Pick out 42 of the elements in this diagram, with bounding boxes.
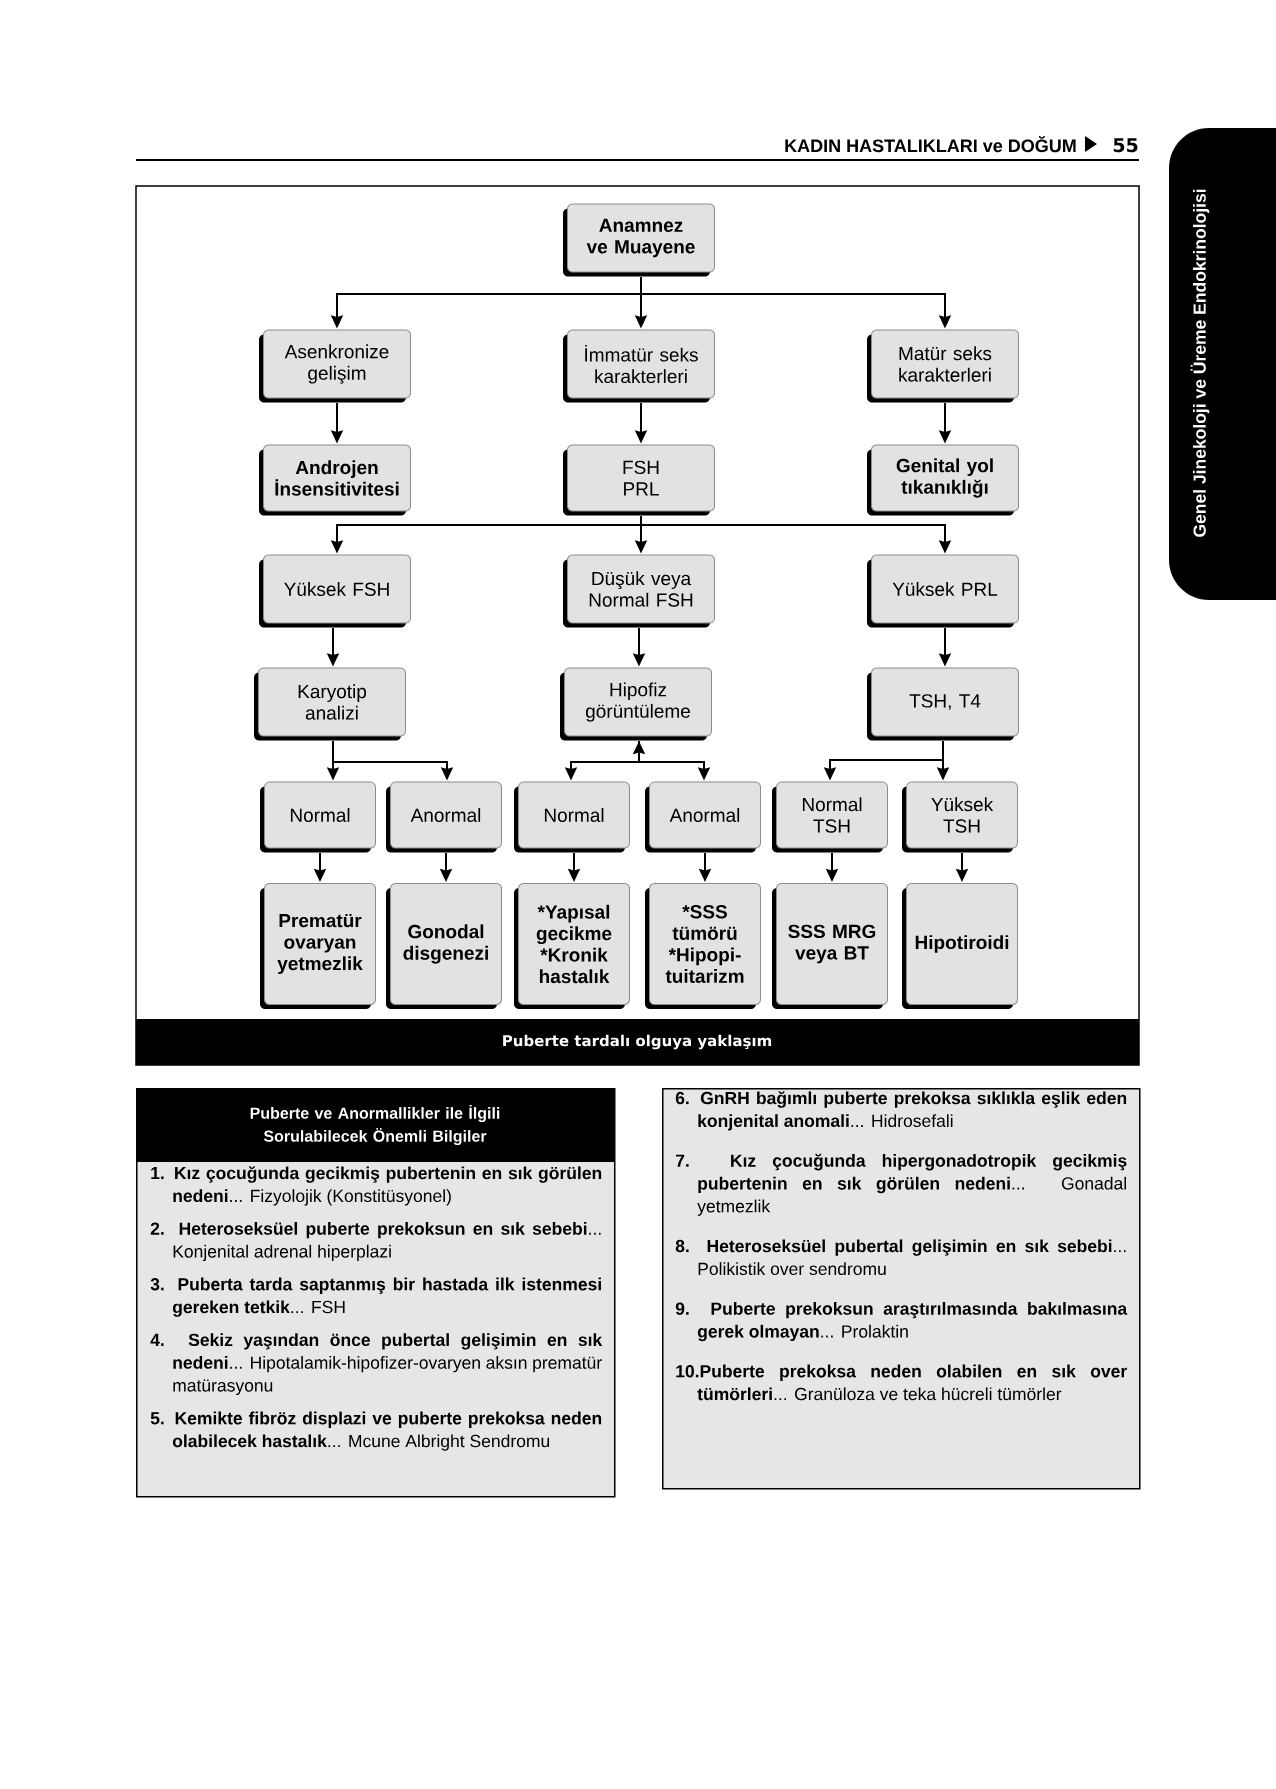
flow-box: Karyotip analizi — [254, 667, 406, 741]
flow-box: Anamnez ve Muayene — [563, 203, 715, 277]
flow-box: Normal TSH — [772, 781, 888, 853]
flow-box: Yüksek PRL — [867, 554, 1019, 628]
flow-box: Androjen İnsensitivitesi — [259, 444, 411, 516]
flow-box: *SSS tümörü *Hipopi- tuitarizm — [645, 883, 761, 1009]
flow-box: İmmatür seks karakterleri — [563, 329, 715, 403]
flow-box: Normal — [260, 781, 376, 853]
list-item: 7. Kız çocuğunda hipergonadotropik gecikmiş pubertenin en sık görülen nedeni... Gonadal yetmezlik — [675, 1153, 1127, 1216]
list-item: 5. Kemikte fibröz displazi ve puberte prekoksa neden olabilecek hastalık... Mcune Albright Sendromu — [150, 1411, 602, 1451]
flow-box: Matür seks karakterleri — [867, 329, 1019, 403]
flow-box: Anormal — [386, 781, 502, 853]
side-tab: Genel Jinekoloji ve Üreme Endokrinolojisi — [1169, 128, 1276, 600]
flow-box: Genital yol tıkanıklığı — [867, 444, 1019, 516]
list-item: 1. Kız çocuğunda gecikmiş pubertenin en sık görülen nedeni... Fizyolojik (Konstitüsyonel) — [151, 1166, 602, 1206]
heading-band: Puberte ve Anormallikler ile İlgili Sorulabilecek Önemli Bilgiler — [136, 1088, 614, 1162]
flow-box: TSH, T4 — [867, 667, 1019, 741]
flow-box: FSH PRL — [563, 444, 715, 516]
flow-box: Yüksek FSH — [259, 554, 411, 628]
list-item: 9. Puberte prekoksun araştırılmasında bakılmasına gerek olmayan... Prolaktin — [675, 1302, 1128, 1342]
flow-box: SSS MRG veya BT — [772, 883, 888, 1009]
flow-box: *Yapısal gecikme *Kronik hastalık — [514, 883, 630, 1009]
list-item: 6. GnRH bağımlı puberte prekoksa sıklıkla eşlik eden konjenital anomali... Hidrosefali — [675, 1091, 1127, 1131]
flow-box: Anormal — [645, 781, 761, 853]
caption-band: Puberte tardalı olguya yaklaşım — [136, 1019, 1139, 1065]
flow-box: Hipofiz görüntüleme — [560, 667, 712, 741]
list-item: 10.Puberte prekoksa neden olabilen en sık over tümörleri... Granüloza ve teka hücreli tümörler — [676, 1364, 1127, 1401]
flow-box: Gonodal disgenezi — [386, 883, 502, 1009]
flow-box: Düşük veya Normal FSH — [563, 554, 715, 628]
flow-box: Hipotiroidi — [902, 883, 1018, 1009]
page-number: 55 — [1113, 138, 1138, 153]
flow-box: Prematür ovaryan yetmezlik — [260, 883, 376, 1009]
list-item: 2. Heteroseksüel puberte prekoksun en sık sebebi... Konjenital adrenal hiperplazi — [150, 1222, 601, 1262]
list-item: 3. Puberta tarda saptanmış bir hastada ilk istenmesi gereken tetkik... FSH — [150, 1277, 601, 1317]
flow-box: Asenkronize gelişim — [259, 329, 411, 403]
list-item: 8. Heteroseksüel pubertal gelişimin en sık sebebi... Polikistik over sendromu — [675, 1239, 1126, 1276]
info-box — [136, 1088, 616, 1498]
flow-box: Yüksek TSH — [902, 781, 1018, 853]
running-header: KADIN HASTALIKLARI ve DOĞUM — [785, 136, 1076, 153]
info-box — [662, 1088, 1141, 1490]
list-item: 4. Sekiz yaşından önce pubertal gelişimin en sık nedeni... Hipotalamik-hipofizer-ovaryen aksın prematür matürasyonu — [150, 1333, 603, 1396]
flow-box: Normal — [514, 781, 630, 853]
